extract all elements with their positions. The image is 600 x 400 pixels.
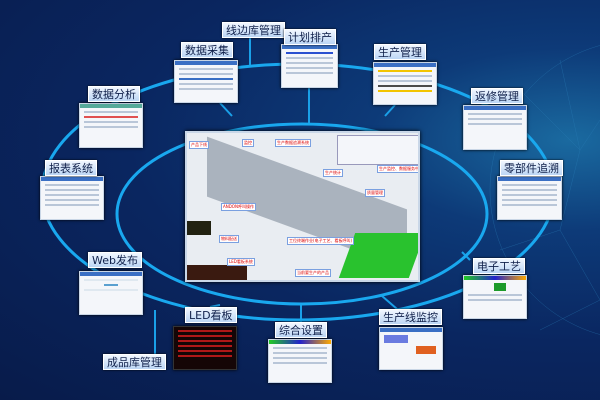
thumb-parts-traceability[interactable] bbox=[497, 176, 562, 220]
center-tag: 产品下线 bbox=[189, 141, 209, 149]
label-electronic-process[interactable]: 电子工艺 bbox=[473, 258, 525, 274]
center-tag: 工位终端作业(电子工艺、看板呼叫) bbox=[287, 237, 355, 245]
label-finished-goods-warehouse[interactable]: 成品库管理 bbox=[103, 354, 166, 370]
thumb-data-collection[interactable] bbox=[174, 60, 238, 103]
thumb-production-scheduling[interactable] bbox=[281, 44, 338, 88]
label-report-system[interactable]: 报表系统 bbox=[45, 160, 97, 176]
label-led-board[interactable]: LED看板 bbox=[185, 307, 237, 323]
center-tag: LED看板系统 bbox=[227, 258, 255, 266]
center-tag: 质量管理 bbox=[365, 189, 385, 197]
led-panel-mini bbox=[187, 221, 211, 235]
thumb-general-settings[interactable] bbox=[268, 339, 332, 383]
label-line-monitoring[interactable]: 生产线监控 bbox=[379, 309, 442, 325]
platform-screen bbox=[337, 135, 418, 165]
label-data-collection[interactable]: 数据采集 bbox=[181, 42, 233, 58]
label-repair-management[interactable]: 返修管理 bbox=[471, 88, 523, 104]
center-tag: 生产监控、数据服务中心平台 bbox=[377, 165, 418, 173]
label-web-publishing[interactable]: Web发布 bbox=[88, 252, 142, 268]
thumb-web-publishing[interactable] bbox=[79, 271, 143, 315]
center-tag: 监控 bbox=[242, 139, 254, 147]
thumb-report-system[interactable] bbox=[40, 176, 104, 220]
led-panel-mini bbox=[187, 265, 247, 280]
inner-ring bbox=[115, 122, 489, 306]
label-line-side-warehouse[interactable]: 线边库管理 bbox=[222, 22, 285, 38]
thumb-production-management[interactable] bbox=[373, 62, 437, 105]
center-tag: 当前要生产的产品 bbox=[295, 269, 331, 277]
center-tag: 生产统计 bbox=[323, 169, 343, 177]
thumb-data-analysis[interactable] bbox=[79, 103, 143, 148]
center-tag: 生产数据追溯系统 bbox=[275, 139, 311, 147]
center-tag: 物料配送 bbox=[219, 235, 239, 243]
network-globe-decoration bbox=[489, 45, 600, 335]
label-parts-traceability[interactable]: 零部件追溯 bbox=[500, 160, 563, 176]
label-data-analysis[interactable]: 数据分析 bbox=[88, 86, 140, 102]
thumb-electronic-process[interactable] bbox=[463, 275, 527, 319]
label-production-scheduling[interactable]: 计划排产 bbox=[284, 29, 336, 45]
thumb-line-monitoring[interactable] bbox=[379, 327, 443, 370]
production-line-3d-view: 产品下线 监控 生产数据追溯系统 生产统计 生产监控、数据服务中心平台 质量管理… bbox=[185, 131, 420, 282]
thumb-led-board[interactable] bbox=[173, 326, 237, 370]
thumb-repair-management[interactable] bbox=[463, 105, 527, 150]
label-general-settings[interactable]: 综合设置 bbox=[275, 322, 327, 338]
label-production-management[interactable]: 生产管理 bbox=[374, 44, 426, 60]
center-tag: ANDON呼叫操作 bbox=[221, 203, 256, 211]
